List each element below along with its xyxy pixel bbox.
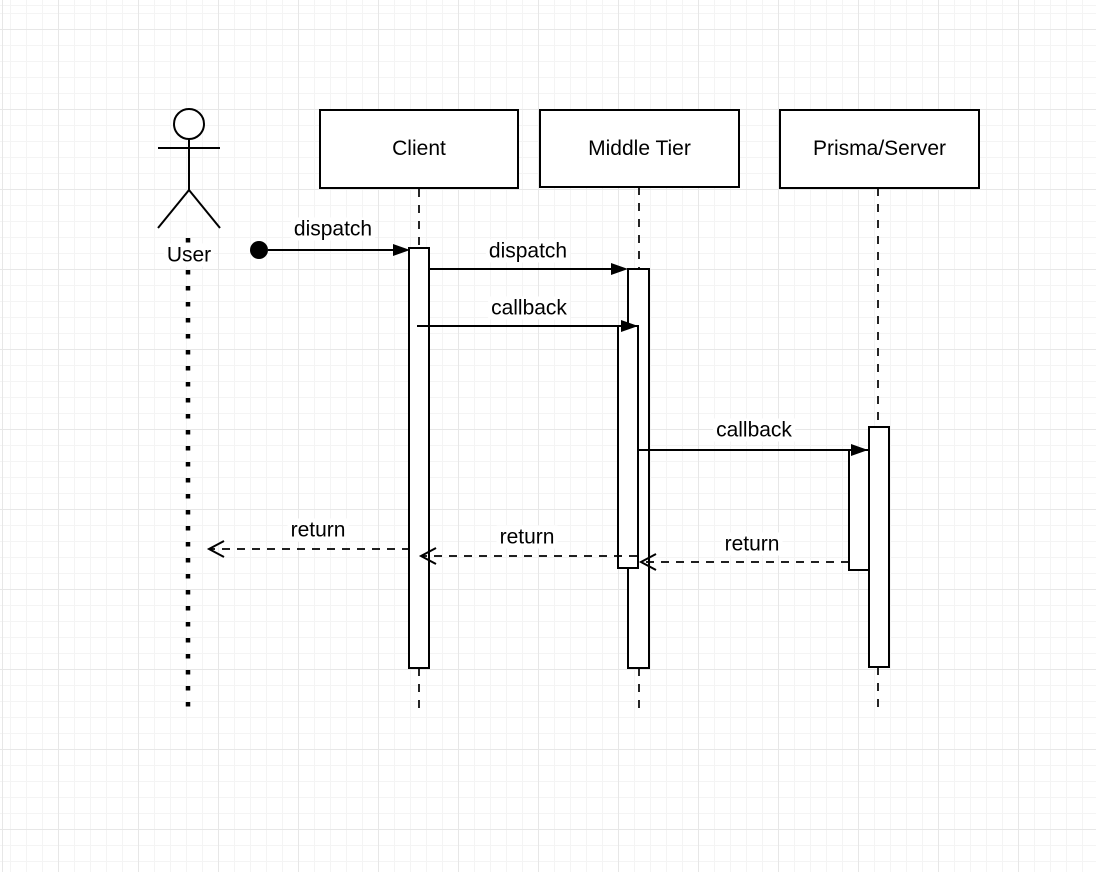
activation-bar-prisma-server[interactable] bbox=[868, 426, 890, 668]
participant-box-client[interactable]: Client bbox=[319, 109, 519, 189]
arrowhead-filled[interactable] bbox=[611, 263, 628, 275]
participant-label-middle-tier: Middle Tier bbox=[588, 136, 691, 160]
message-return-middletier-client[interactable] bbox=[418, 547, 637, 565]
actor-label-user[interactable]: User bbox=[163, 243, 215, 267]
message-label-return-prisma[interactable]: return bbox=[721, 532, 783, 556]
arrowhead-open[interactable] bbox=[638, 553, 657, 571]
activation-bar-middle-tier-nested[interactable] bbox=[617, 325, 639, 569]
message-dispatch-user-client[interactable] bbox=[250, 241, 410, 259]
actor-head[interactable] bbox=[173, 108, 205, 140]
message-label-return-middletier[interactable]: return bbox=[496, 525, 558, 549]
message-label-return-client[interactable]: return bbox=[287, 518, 349, 542]
arrowhead-filled[interactable] bbox=[851, 444, 868, 456]
arrowhead-filled[interactable] bbox=[621, 320, 638, 332]
participant-box-prisma-server[interactable]: Prisma/Server bbox=[779, 109, 980, 189]
message-return-client-user[interactable] bbox=[206, 540, 410, 558]
arrowhead-open[interactable] bbox=[206, 540, 225, 558]
message-return-prisma-middletier[interactable] bbox=[638, 553, 849, 571]
participant-label-client: Client bbox=[392, 137, 446, 160]
actor-leg-left[interactable] bbox=[157, 189, 190, 229]
activation-bar-prisma-server-nested[interactable] bbox=[848, 449, 870, 571]
actor-user-figure[interactable] bbox=[157, 108, 221, 229]
arrowhead-filled[interactable] bbox=[393, 244, 410, 256]
message-label-callback-1[interactable]: callback bbox=[488, 296, 570, 320]
message-label-dispatch-1[interactable]: dispatch bbox=[290, 217, 376, 241]
message-label-dispatch-2[interactable]: dispatch bbox=[485, 239, 571, 263]
message-callback-client-middletier[interactable] bbox=[417, 320, 638, 332]
participant-box-middle-tier[interactable]: Middle Tier bbox=[539, 109, 740, 188]
message-dispatch-client-middletier[interactable] bbox=[429, 263, 628, 275]
activation-bar-client[interactable] bbox=[408, 247, 430, 669]
participant-label-prisma-server: Prisma/Server bbox=[812, 137, 947, 160]
actor-leg-right[interactable] bbox=[188, 189, 221, 229]
message-callback-middletier-prisma[interactable] bbox=[639, 444, 868, 456]
arrowhead-open[interactable] bbox=[418, 547, 437, 565]
message-label-callback-2[interactable]: callback bbox=[713, 418, 795, 442]
message-start-dot[interactable] bbox=[250, 241, 268, 259]
